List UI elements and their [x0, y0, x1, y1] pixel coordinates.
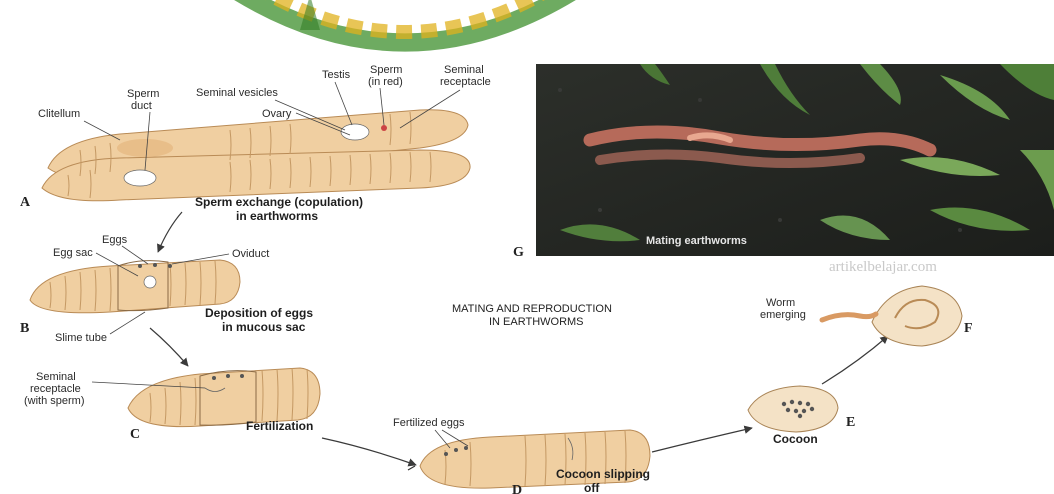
arrow-d-to-e — [652, 428, 752, 452]
caption-a-line2: in earthworms — [236, 209, 318, 223]
photo-caption: Mating earthworms — [646, 235, 747, 247]
watermark-text: artikelbelajar.com — [829, 259, 937, 275]
label-worm-emerging-line2: emerging — [760, 309, 806, 321]
center-title: MATING AND REPRODUCTION IN EARTHWORMS — [452, 303, 612, 328]
logo-arc-decoration — [235, 0, 575, 43]
label-sperm-in-red-line1: Sperm — [370, 64, 402, 76]
label-clitellum: Clitellum — [38, 108, 80, 120]
label-fertilized-eggs: Fertilized eggs — [393, 417, 465, 429]
label-seminal-receptacle-line1: Seminal — [444, 64, 484, 76]
label-egg-sac: Egg sac — [53, 247, 93, 259]
caption-c: Fertilization — [246, 419, 313, 433]
label-oviduct: Oviduct — [232, 248, 269, 260]
label-sperm-duct-line2: duct — [131, 100, 152, 112]
arrow-a-to-b — [158, 212, 182, 252]
stage-b-egg-deposition-illustration — [30, 260, 240, 313]
stage-c-fertilization-illustration — [128, 368, 320, 427]
label-seminal-receptacle-c-line2: receptacle — [30, 383, 81, 395]
label-sperm-duct-line1: Sperm — [127, 88, 159, 100]
stage-letter-e: E — [846, 415, 855, 430]
caption-a-line1: Sperm exchange (copulation) — [195, 195, 363, 209]
center-title-line2: IN EARTHWORMS — [489, 316, 584, 328]
label-worm-emerging-line1: Worm — [766, 297, 795, 309]
stage-letter-b: B — [20, 321, 29, 336]
arrow-b-to-c — [150, 328, 188, 366]
stage-letter-f: F — [964, 321, 973, 336]
arrow-c-to-d — [322, 438, 416, 465]
caption-b-line1: Deposition of eggs — [205, 306, 313, 320]
arrow-e-to-f — [822, 336, 888, 384]
label-slime-tube: Slime tube — [55, 332, 107, 344]
stage-e-cocoon-illustration — [748, 386, 838, 432]
stage-letter-a: A — [20, 195, 31, 210]
caption-d-line2: off — [584, 481, 600, 494]
center-title-line1: MATING AND REPRODUCTION — [452, 303, 612, 315]
label-seminal-receptacle-line2: receptacle — [440, 76, 491, 88]
stage-f-worm-emerging-illustration — [822, 286, 962, 346]
caption-e: Cocoon — [773, 432, 818, 446]
photo-g-mating-earthworms: G Mating earthworms — [513, 64, 1054, 260]
label-testis: Testis — [322, 69, 351, 81]
label-seminal-receptacle-c-line1: Seminal — [36, 371, 76, 383]
label-seminal-receptacle-c-line3: (with sperm) — [24, 395, 85, 407]
stage-a-copulation-illustration — [42, 110, 470, 201]
stage-letter-c: C — [130, 427, 140, 442]
label-sperm-in-red-line2: (in red) — [368, 76, 403, 88]
stage-letter-g: G — [513, 245, 524, 260]
caption-d-line1: Cocoon slipping — [556, 467, 650, 481]
caption-b-line2: in mucous sac — [222, 320, 306, 334]
label-ovary: Ovary — [262, 108, 292, 120]
stage-letter-d: D — [512, 483, 522, 494]
label-seminal-vesicles: Seminal vesicles — [196, 87, 278, 99]
label-eggs: Eggs — [102, 234, 128, 246]
